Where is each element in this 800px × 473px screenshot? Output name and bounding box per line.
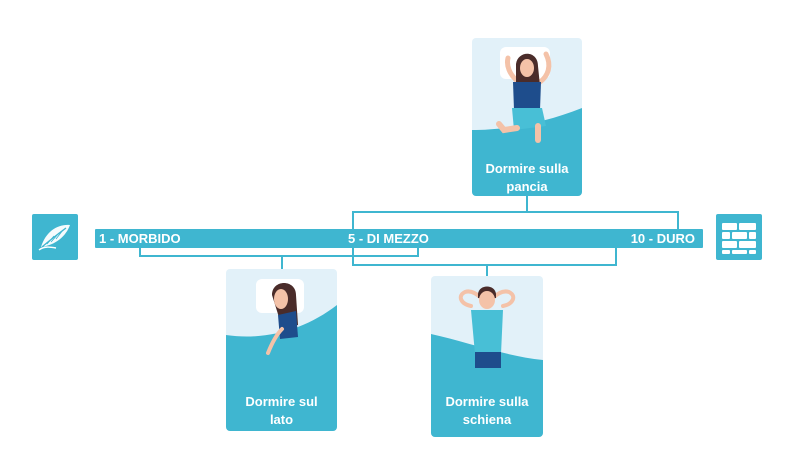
side-sleeper-illustration (226, 279, 337, 431)
stomach-sleeper-illustration (472, 47, 582, 196)
scale-label-hard: 10 - DURO (630, 231, 695, 246)
back-sleeper-card: Dormire sulla schiena (431, 276, 543, 437)
scale-label-medium: 5 - DI MEZZO (348, 231, 429, 246)
feather-icon (32, 214, 78, 260)
back-sleeper-illustration (431, 286, 543, 437)
back-sleeper-caption: Dormire sulla schiena (445, 394, 529, 427)
stomach-sleeper-caption: Dormire sulla pancia (485, 161, 569, 194)
side-sleeper-caption: Dormire sul lato (245, 394, 318, 427)
brick-wall-icon (716, 214, 762, 260)
stomach-sleeper-card: Dormire sulla pancia (472, 38, 582, 196)
firmness-scale-bar: 1 - MORBIDO 5 - DI MEZZO 10 - DURO (95, 229, 703, 248)
side-sleeper-card: Dormire sul lato (226, 269, 337, 431)
scale-label-soft: 1 - MORBIDO (99, 231, 181, 246)
